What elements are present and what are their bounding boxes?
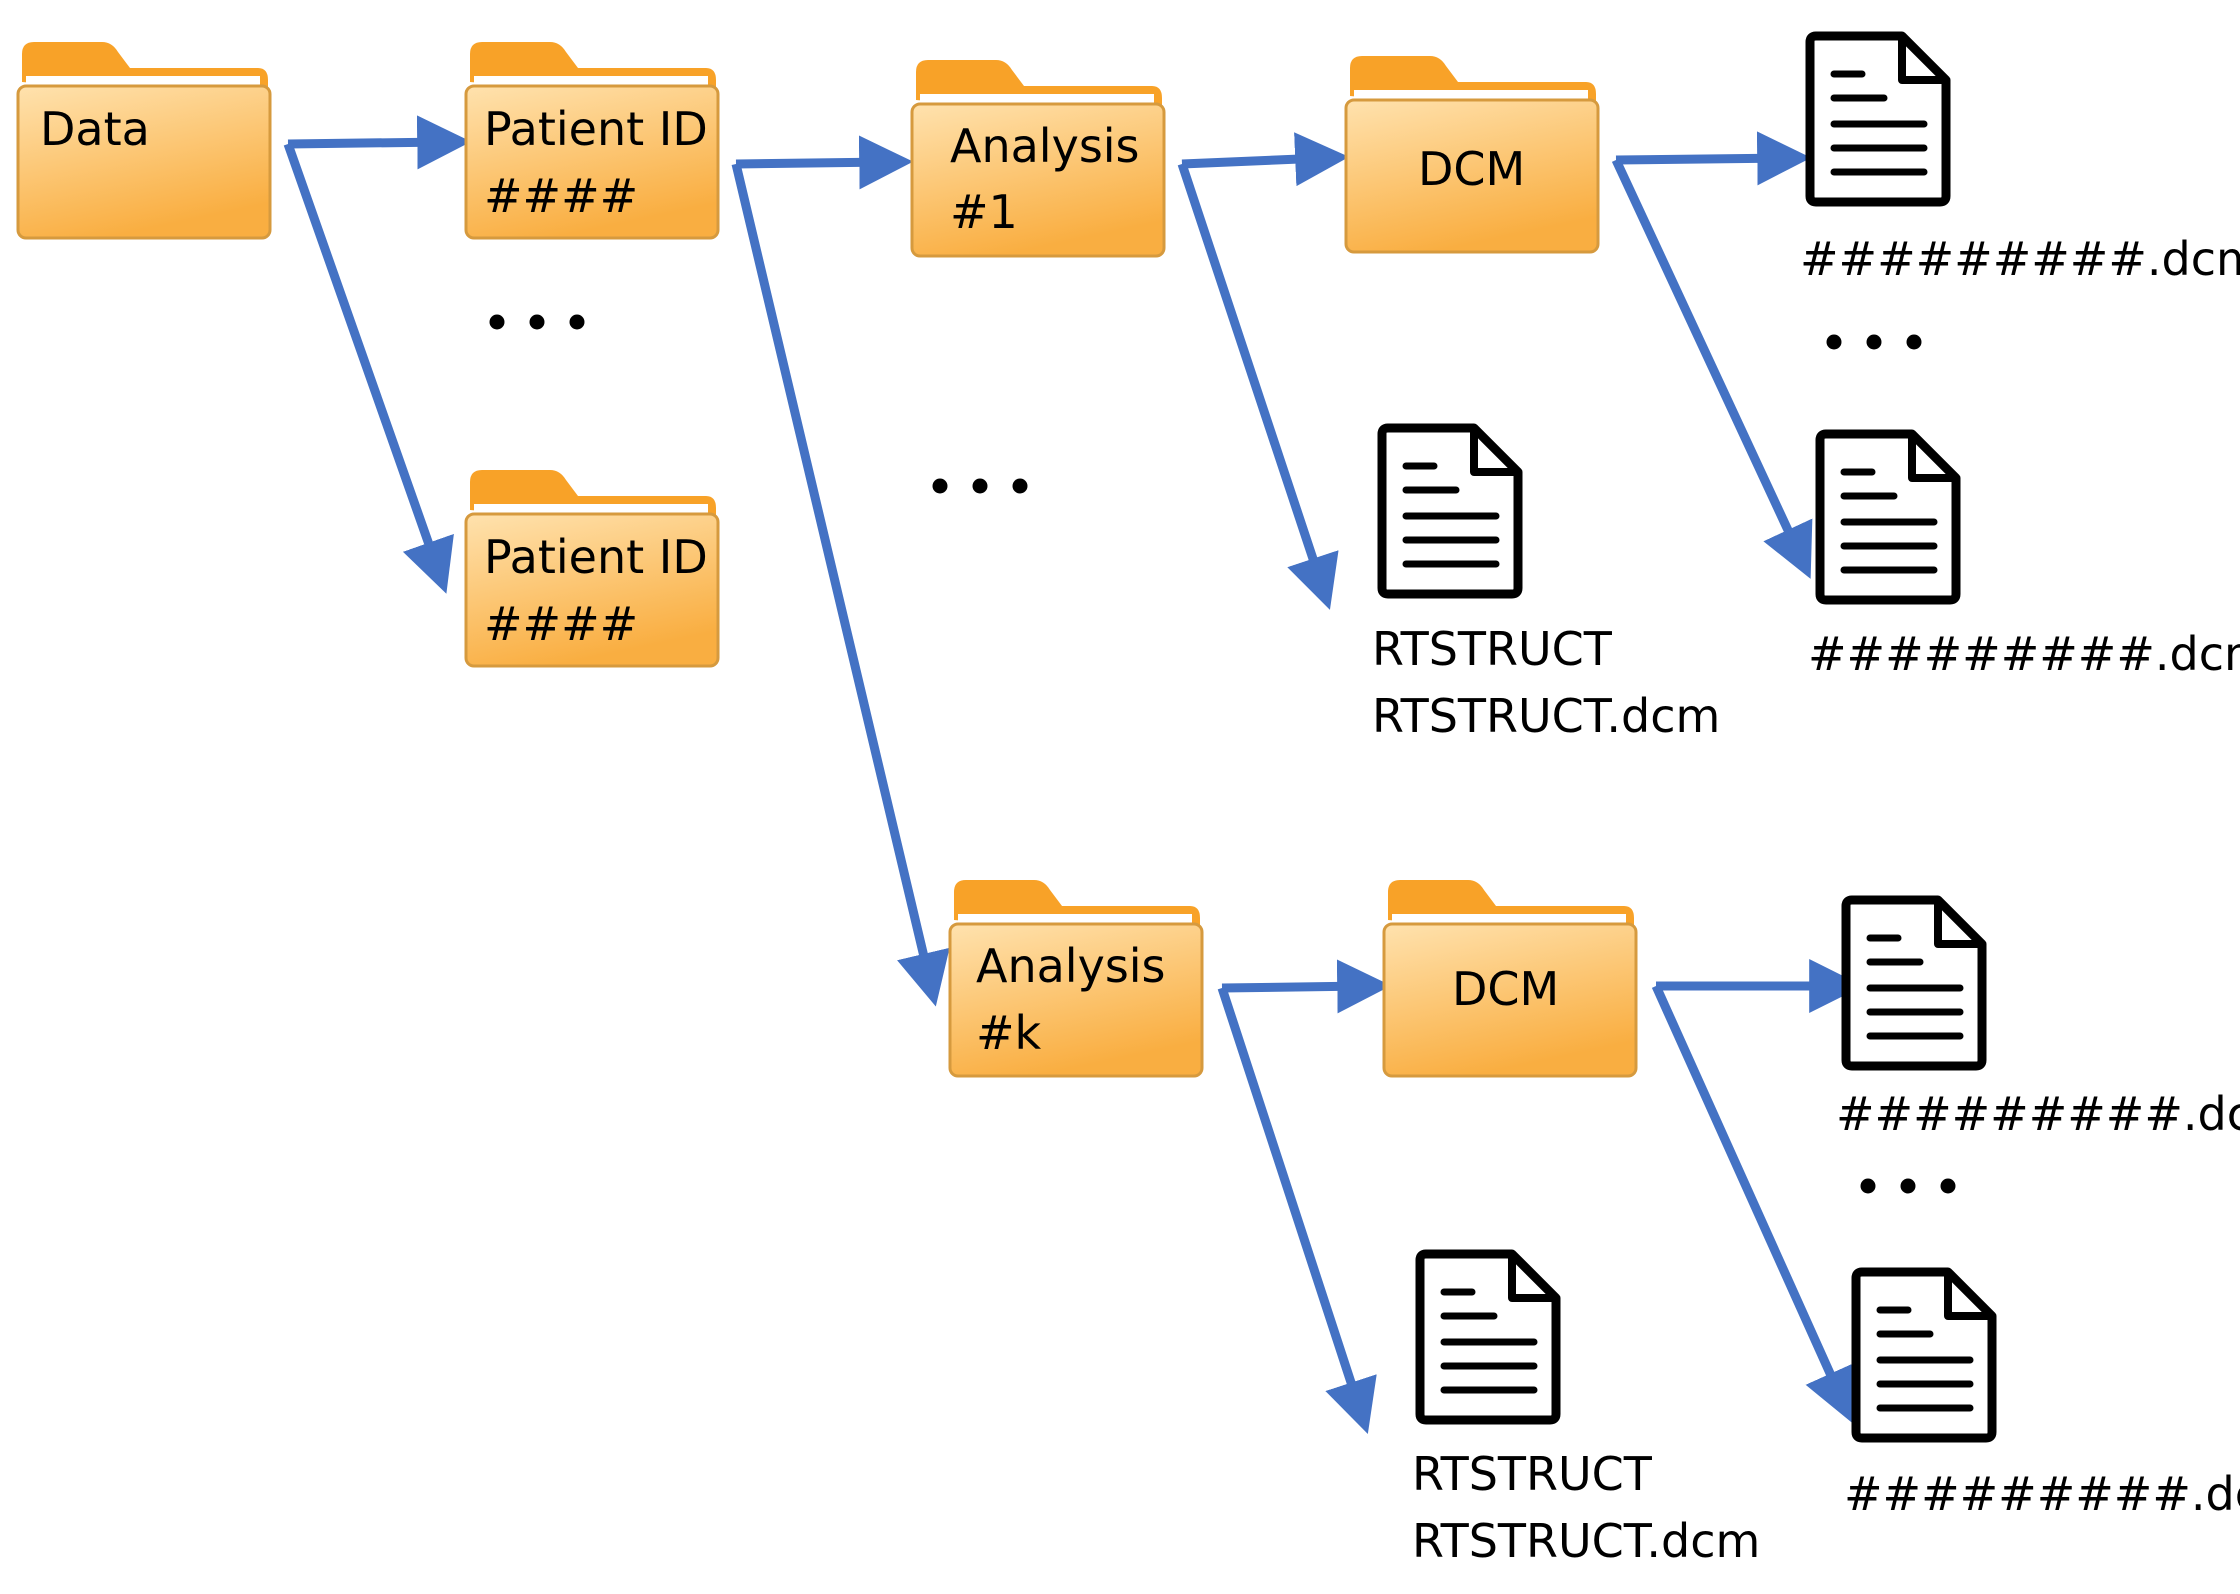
arrow-analysis-k-to-dcm-k: [1221, 959, 1392, 1014]
ellipsis-dot: [1012, 478, 1028, 494]
folder-label: DCM: [1418, 142, 1525, 196]
folder-label: ####: [484, 169, 638, 223]
folder-icon: [1344, 56, 1600, 254]
folder-label: ####: [484, 597, 638, 651]
ellipsis-dcm-1-files: [1826, 334, 1922, 350]
arrow-dcm-1-to-file-a: [1615, 131, 1812, 186]
document-fold: [1898, 36, 1946, 84]
file-label: #########.dcm: [1800, 232, 2240, 286]
ellipses: [489, 314, 1956, 1194]
document-outline: [1815, 429, 1961, 605]
ellipsis-dot: [529, 314, 545, 330]
ellipsis-dot: [1826, 334, 1842, 350]
arrow-analysis-1-to-rtstruct-1: [1177, 162, 1339, 610]
folder-label: Patient ID: [484, 530, 708, 584]
ellipsis-dcm-k-files: [1860, 1178, 1956, 1194]
folder-label: Analysis: [950, 119, 1140, 173]
ellipsis-dot: [569, 314, 585, 330]
document-outline: [1851, 1267, 1997, 1443]
folder-label: #k: [976, 1006, 1042, 1060]
document-fold: [1508, 1254, 1556, 1302]
document-fold: [1470, 428, 1518, 476]
arrow-patient-to-analysis-k: [731, 162, 950, 1007]
file-label: #########.dcm: [1844, 1467, 2240, 1521]
ellipsis-dot: [1900, 1178, 1916, 1194]
arrow-analysis-k-to-rtstruct-k: [1217, 986, 1377, 1434]
folder-body: [464, 512, 720, 668]
folder-body: [1382, 922, 1638, 1078]
folder-body: [910, 102, 1166, 258]
folder-body: [464, 84, 720, 240]
folder-body: [948, 922, 1204, 1078]
folder-patient-1[interactable]: Patient ID ####: [464, 42, 720, 240]
arrow-analysis-1-to-dcm-1: [1181, 132, 1350, 187]
file-label: RTSTRUCT.dcm: [1372, 689, 1720, 743]
file-rtstruct-1[interactable]: RTSTRUCT RTSTRUCT.dcm: [1372, 423, 1720, 743]
folder-label: Patient ID: [484, 102, 708, 156]
file-dcm-1-file-b[interactable]: #########.dcm: [1808, 429, 2240, 681]
arrow-dcm-k-to-file-b: [1651, 984, 1855, 1423]
document-fold: [1934, 900, 1982, 948]
folder-icon: [910, 60, 1166, 258]
ellipsis-dot: [1866, 334, 1882, 350]
file-label: RTSTRUCT.dcm: [1412, 1514, 1760, 1568]
ellipsis-dot: [1940, 1178, 1956, 1194]
folder-dcm-1[interactable]: DCM: [1344, 56, 1600, 254]
arrow-patient-to-analysis-1: [735, 135, 914, 190]
folder-label: DCM: [1452, 962, 1559, 1016]
folder-analysis-1[interactable]: Analysis #1: [910, 60, 1166, 258]
ellipsis-analyses: [932, 478, 1028, 494]
document-fold: [1908, 434, 1956, 482]
folder-icon: [464, 470, 720, 668]
folder-patient-2[interactable]: Patient ID ####: [464, 470, 720, 668]
document-outline: [1377, 423, 1523, 599]
ellipsis-dot: [489, 314, 505, 330]
document-outline: [1841, 895, 1987, 1071]
document-icon: [1841, 895, 1987, 1071]
file-rtstruct-k[interactable]: RTSTRUCT RTSTRUCT.dcm: [1412, 1249, 1760, 1568]
file-label: RTSTRUCT: [1412, 1447, 1653, 1501]
arrow-dcm-1-to-file-b: [1611, 158, 1813, 579]
document-icon: [1851, 1267, 1997, 1443]
folder-data[interactable]: Data: [16, 42, 272, 240]
files: #########.dcm#########.dcmRTSTRUCTRTSTRU…: [1372, 31, 2240, 1568]
file-dcm-1-file-a[interactable]: #########.dcm: [1800, 31, 2240, 286]
file-label: RTSTRUCT: [1372, 622, 1613, 676]
folder-icon: [948, 880, 1204, 1078]
document-icon: [1377, 423, 1523, 599]
document-icon: [1805, 31, 1951, 207]
folder-analysis-k[interactable]: Analysis #k: [948, 880, 1204, 1078]
document-icon: [1815, 429, 1961, 605]
ellipsis-dot: [1906, 334, 1922, 350]
document-outline: [1415, 1249, 1561, 1425]
folder-icon: [1382, 880, 1638, 1078]
document-icon: [1415, 1249, 1561, 1425]
document-fold: [1944, 1272, 1992, 1320]
folder-label: Analysis: [976, 939, 1166, 993]
file-label: #########.dcm: [1808, 627, 2240, 681]
file-dcm-k-file-b[interactable]: #########.dcm: [1844, 1267, 2240, 1521]
arrow-data-to-patient-1: [287, 115, 472, 170]
ellipsis-dot: [932, 478, 948, 494]
arrows: [283, 115, 1864, 1434]
folder-body: [1344, 98, 1600, 254]
ellipsis-dot: [1860, 1178, 1876, 1194]
arrow-data-to-patient-2: [283, 142, 454, 594]
folder-icon: [16, 42, 272, 240]
document-outline: [1805, 31, 1951, 207]
folder-label: #1: [950, 185, 1018, 239]
ellipsis-patients: [489, 314, 585, 330]
file-dcm-k-file-a[interactable]: #########.dcm: [1836, 895, 2240, 1141]
ellipsis-dot: [972, 478, 988, 494]
folder-dcm-k[interactable]: DCM: [1382, 880, 1638, 1078]
folder-label: Data: [40, 102, 150, 156]
folder-icon: [464, 42, 720, 240]
folder-body: [16, 84, 272, 240]
file-label: #########.dcm: [1836, 1087, 2240, 1141]
